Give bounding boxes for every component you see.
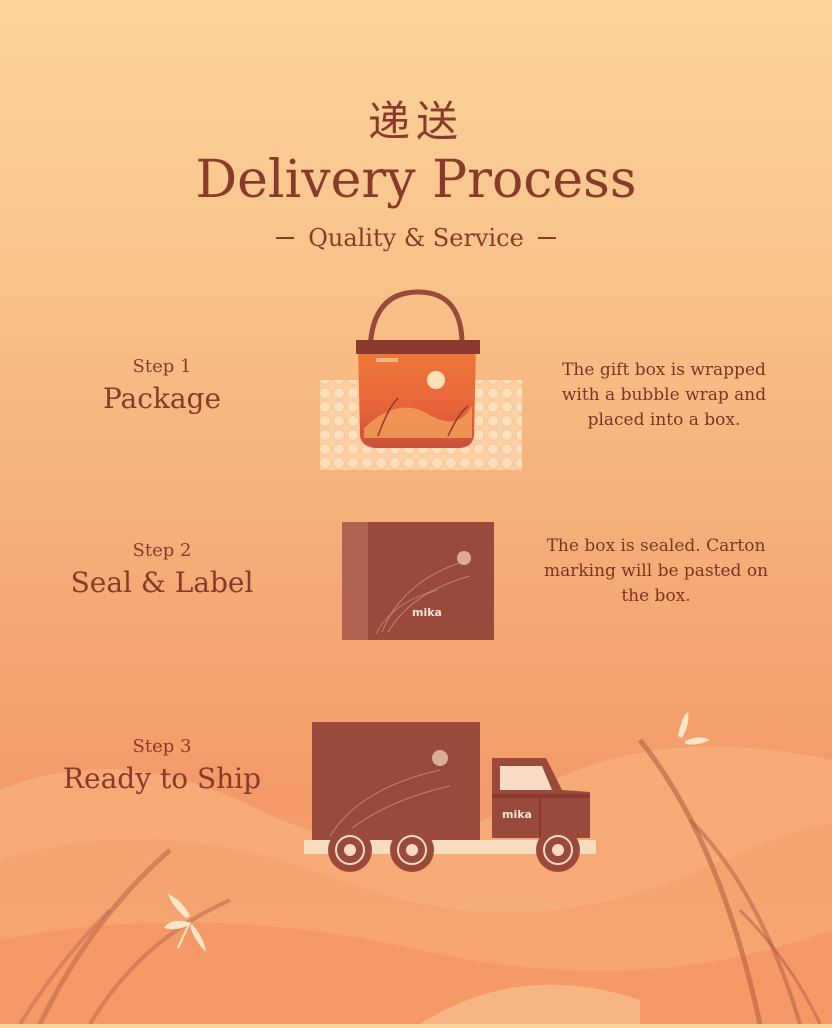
- dash-left: [276, 237, 295, 239]
- step-3-number: Step 3: [132, 736, 192, 757]
- subtitle-row: Quality & Service: [0, 224, 832, 252]
- truck-graphic: [304, 722, 596, 872]
- delivery-truck-illustration: mika: [300, 718, 600, 878]
- step-3-title: Ready to Ship: [62, 762, 262, 795]
- background-scenery: [0, 700, 832, 1026]
- step-1-number: Step 1: [132, 356, 192, 377]
- gift-box-bubble-wrap-illustration: [320, 289, 522, 470]
- step-1-title: Package: [102, 382, 222, 415]
- step-1-description: The gift box is wrapped with a bubble wr…: [561, 360, 767, 430]
- page-subtitle: Quality & Service: [308, 224, 524, 252]
- sealed-box-graphic: [342, 522, 494, 640]
- hills-illustration: [0, 738, 832, 1026]
- dragonfly-icon: [164, 894, 206, 952]
- step-2-title: Seal & Label: [70, 566, 254, 599]
- chinese-title: 递送: [367, 97, 464, 146]
- dragonfly-icon: [678, 712, 710, 745]
- sealed-box-illustration: mika: [342, 522, 494, 640]
- truck-logo: mika: [502, 808, 532, 821]
- page-title: Delivery Process: [195, 150, 637, 210]
- dash-right: [537, 237, 556, 239]
- box-logo: mika: [412, 606, 442, 619]
- step-2-description: The box is sealed. Carton marking will b…: [543, 536, 769, 606]
- step-2-number: Step 2: [132, 540, 192, 561]
